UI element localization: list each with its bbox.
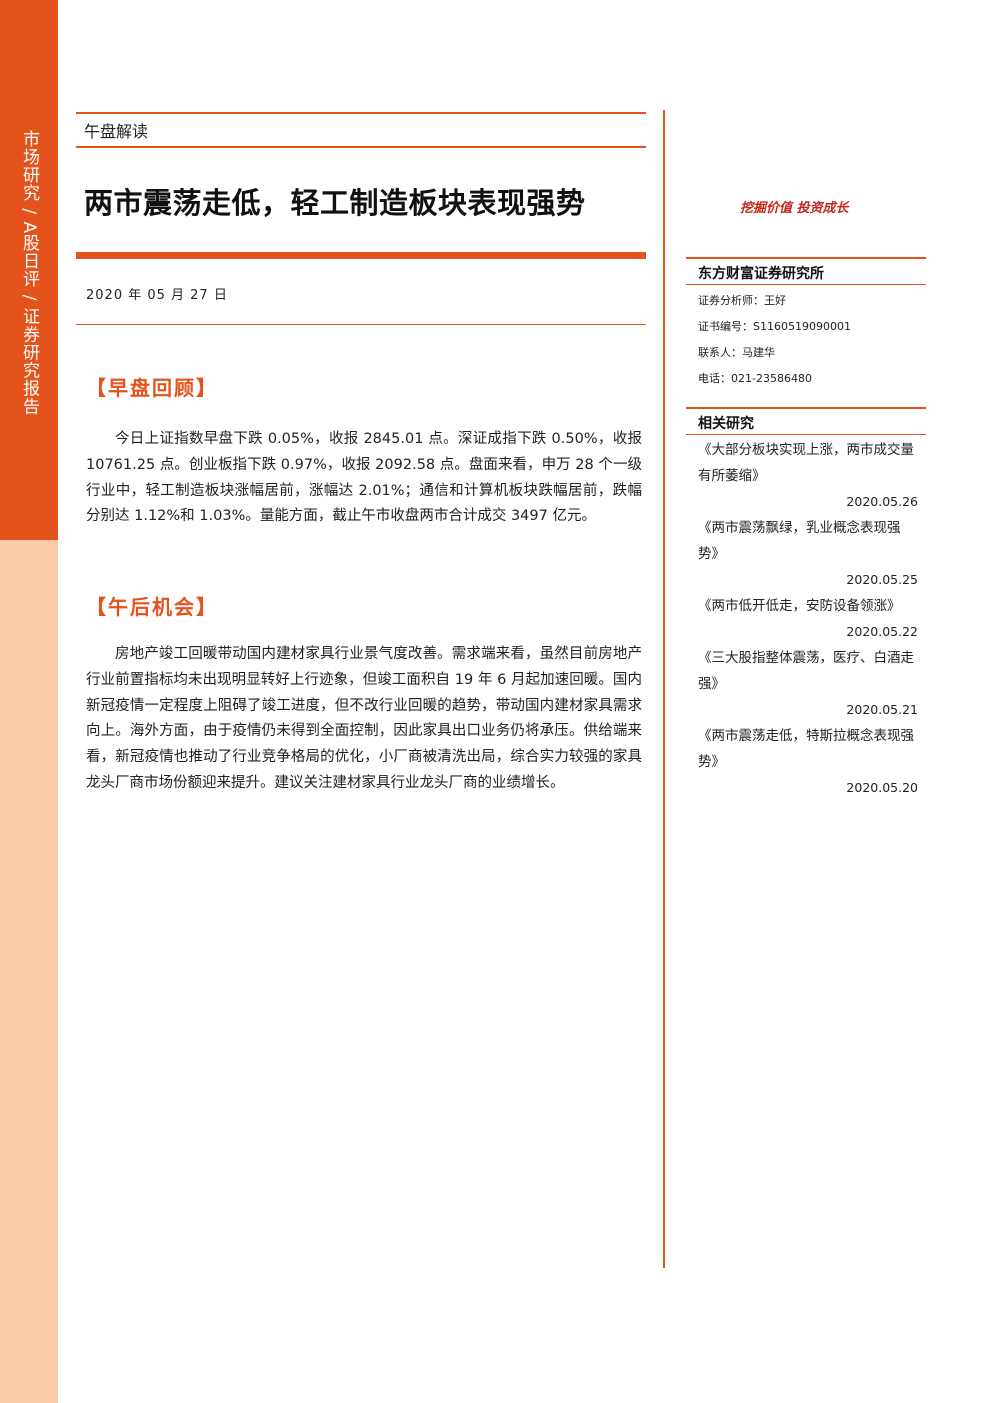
related-item-date: 2020.05.20 [846, 780, 918, 795]
title-thick-rule [76, 252, 646, 259]
report-date: 2020 年 05 月 27 日 [86, 288, 228, 303]
related-item-date: 2020.05.25 [846, 572, 918, 587]
column-divider [663, 110, 665, 1268]
section-label: 午盘解读 [84, 122, 149, 141]
header-sub-rule [76, 146, 646, 148]
page-title: 两市震荡走低，轻工制造板块表现强势 [84, 186, 586, 220]
date-rule [76, 324, 646, 325]
related-item-title[interactable]: 《大部分板块实现上涨，两市成交量有所萎缩》 [698, 442, 914, 484]
related-item-title[interactable]: 《三大股指整体震荡，医疗、白酒走强》 [698, 650, 914, 692]
related-item-title[interactable]: 《两市低开低走，安防设备领涨》 [698, 598, 901, 614]
phone-number: 电话：021-23586480 [698, 372, 812, 385]
institute-title-rule [686, 284, 926, 285]
related-title-rule [686, 434, 926, 435]
contact-person: 联系人：马建华 [698, 346, 775, 359]
related-item-date: 2020.05.22 [846, 624, 918, 639]
left-side-strip: 市场研究 / A股日评 / 证券研究报告 [0, 0, 58, 1403]
related-research-title: 相关研究 [698, 416, 754, 432]
header-top-rule [76, 112, 646, 114]
related-item-date: 2020.05.26 [846, 494, 918, 509]
afternoon-opportunity-body: 房地产竣工回暖带动国内建材家具行业景气度改善。需求端来看，虽然目前房地产行业前置… [86, 646, 642, 791]
related-item-title[interactable]: 《两市震荡飘绿，乳业概念表现强势》 [698, 520, 901, 562]
institute-title: 东方财富证券研究所 [698, 266, 824, 282]
related-item-date: 2020.05.21 [846, 702, 918, 717]
morning-review-body: 今日上证指数早盘下跌 0.05%，收报 2845.01 点。深证成指下跌 0.5… [86, 431, 642, 525]
certificate-number: 证书编号：S1160519090001 [698, 320, 851, 333]
side-strip-accent [0, 0, 58, 540]
institute-top-rule [686, 257, 926, 259]
slogan: 挖掘价值 投资成长 [740, 201, 849, 216]
related-item-title[interactable]: 《两市震荡走低，特斯拉概念表现强势》 [698, 728, 914, 770]
afternoon-opportunity-heading: 【午后机会】 [86, 595, 218, 619]
related-top-rule [686, 407, 926, 409]
analyst-name: 证券分析师：王好 [698, 294, 786, 307]
morning-review-heading: 【早盘回顾】 [86, 376, 218, 400]
side-vertical-label: 市场研究 / A股日评 / 证券研究报告 [19, 130, 39, 416]
